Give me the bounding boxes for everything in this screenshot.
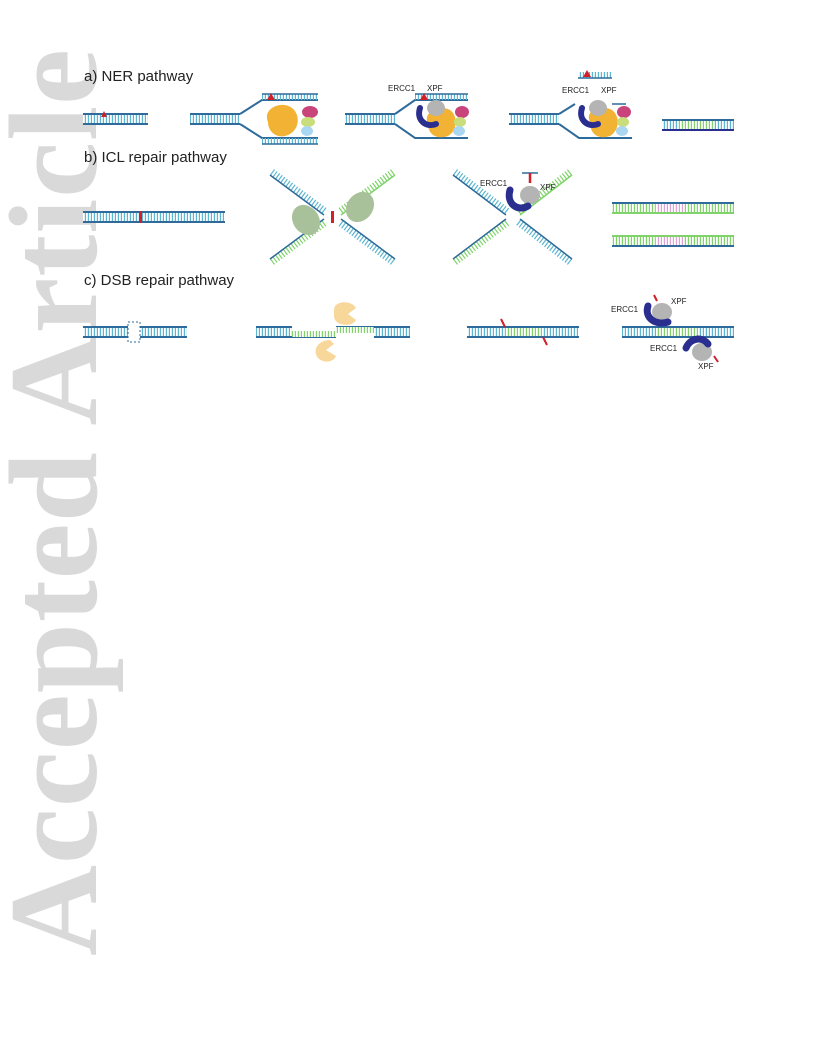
dsb-stage-3 [467,318,579,346]
icl-stage-2 [269,169,396,265]
ner-stage-5 [662,119,734,131]
dsb-stage-2 [256,302,410,362]
label-xpf-dsb-bottom: XPF [698,362,714,371]
label-ercc1-dsb-bottom: ERCC1 [650,344,678,353]
icl-stage-1 [83,211,225,223]
ner-stage-3: ERCC1 XPF [345,84,469,139]
label-xpf-ner3: XPF [427,84,443,93]
label-ercc1-icl: ERCC1 [480,179,508,188]
dsb-stage-1 [83,321,187,343]
section-title-icl: b) ICL repair pathway [84,149,227,166]
section-title-ner: a) NER pathway [84,68,194,85]
ner-stage-1 [83,111,148,125]
label-ercc1-ner4: ERCC1 [562,86,590,95]
label-ercc1-ner3: ERCC1 [388,84,416,93]
label-xpf-icl: XPF [540,183,556,192]
dsb-stage-4: ERCC1 XPF ERCC1 XPF [611,294,734,371]
icl-stage-4 [612,202,734,247]
ner-stage-2 [190,93,318,145]
label-ercc1-dsb-top: ERCC1 [611,305,639,314]
crosslink-mark [139,211,142,223]
section-title-dsb: c) DSB repair pathway [84,272,235,289]
ner-stage-4: ERCC1 XPF [509,70,632,139]
icl-stage-3: ERCC1 XPF [452,169,573,265]
repair-pathways-diagram: ERCC1 XPF ERCC1 XPF [83,70,734,371]
label-xpf-dsb-top: XPF [671,297,687,306]
label-xpf-ner4: XPF [601,86,617,95]
lesion-mark [101,111,107,117]
